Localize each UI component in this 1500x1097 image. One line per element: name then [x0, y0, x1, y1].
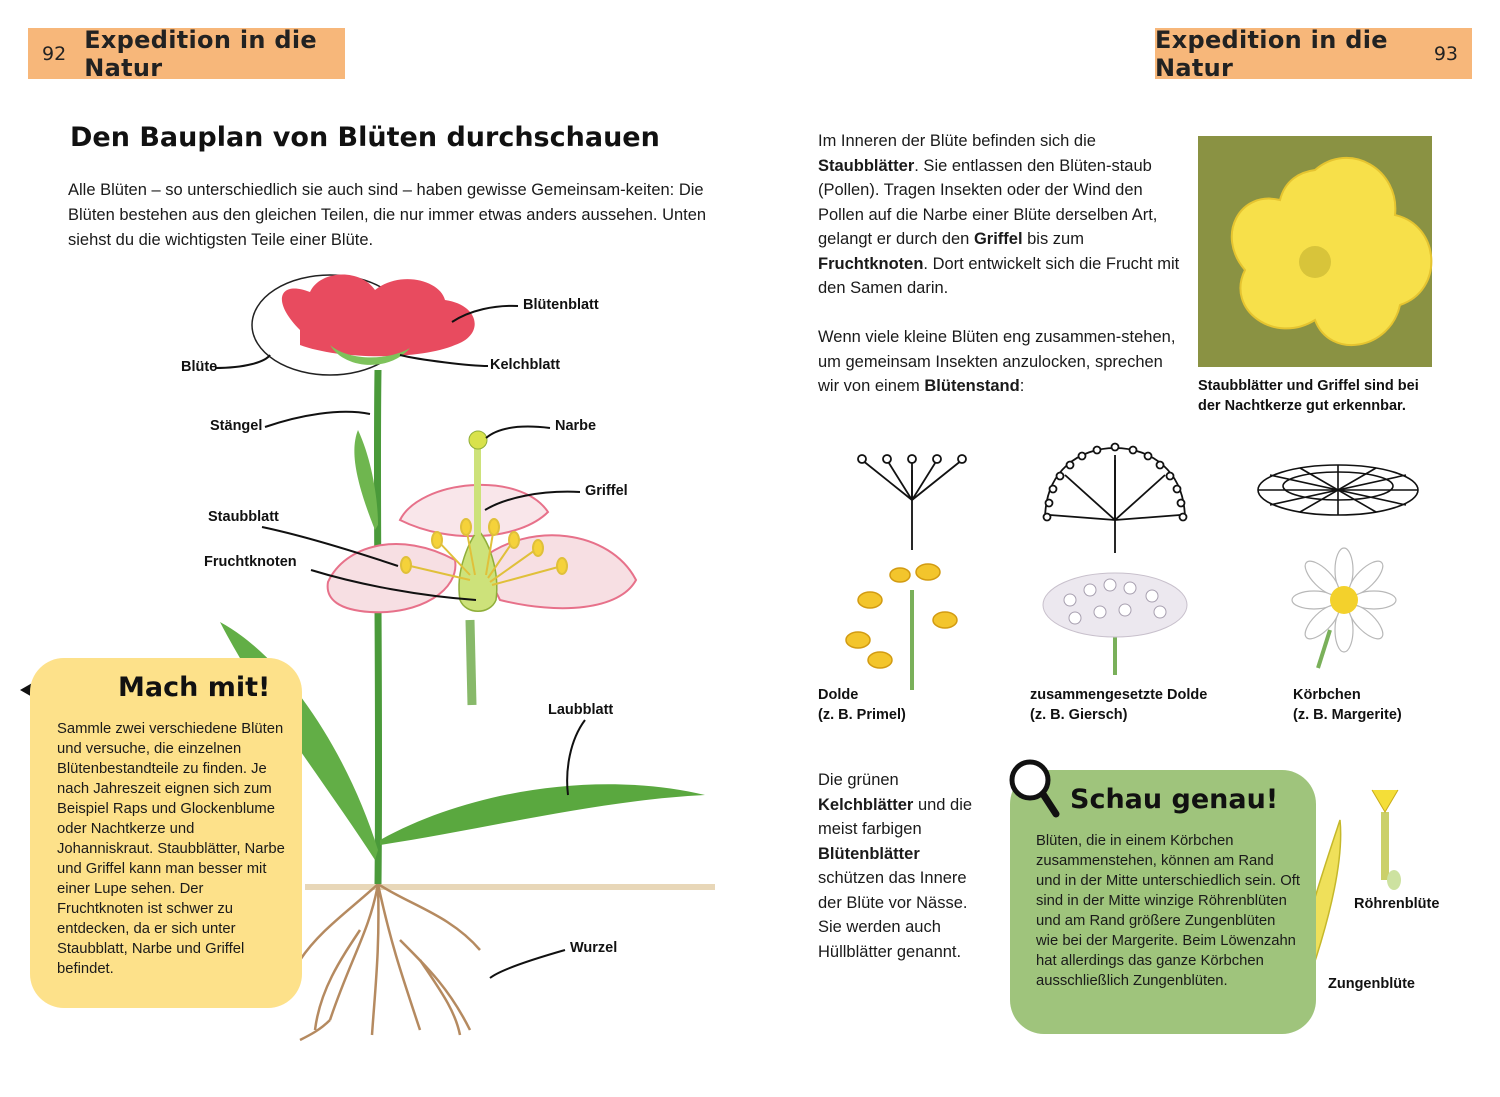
label-fruchtknoten: Fruchtknoten	[204, 554, 297, 570]
label-wurzel: Wurzel	[570, 940, 618, 956]
right-paragraph-1: Im Inneren der Blüte befinden sich die S…	[818, 132, 1180, 297]
label-kelchblatt: Kelchblatt	[490, 357, 561, 373]
mach-mit-title: Mach mit!	[118, 672, 271, 703]
umbel-diagram	[857, 454, 967, 550]
page-header-left: 92 Expedition in die Natur	[28, 25, 345, 82]
schau-genau-body: Blüten, die in einem Körbchen zusammenst…	[1036, 833, 1301, 989]
right-paragraph-2: Wenn viele kleine Blüten eng zusammen-st…	[818, 328, 1176, 395]
tube-floret-illustration	[1371, 789, 1401, 890]
intro-text: Alle Blüten – so unterschiedlich sie auc…	[68, 181, 707, 249]
ground-elder-illustration	[1042, 572, 1188, 675]
leaf-small	[354, 430, 378, 530]
cut-flower-ovary	[458, 528, 498, 612]
page-header-right: Expedition in die Natur 93	[1155, 25, 1472, 82]
roots	[298, 882, 481, 1042]
schau-genau-box: Schau genau! Blüten, die in einem Körbch…	[1010, 770, 1316, 1034]
pointer-lines	[214, 304, 586, 979]
header-title: Expedition in die Natur	[84, 25, 318, 82]
stem	[373, 369, 383, 885]
top-flower-sepals	[330, 345, 410, 365]
label-laubblatt: Laubblatt	[548, 702, 614, 718]
label-staengel: Stängel	[210, 418, 263, 434]
schau-genau-title: Schau genau!	[1070, 784, 1279, 815]
ground-line	[305, 884, 715, 890]
page-number: 93	[1433, 42, 1458, 65]
primrose-illustration	[845, 563, 958, 690]
label-bluetenblatt: Blütenblatt	[523, 297, 599, 313]
leaf-right	[380, 784, 705, 845]
mach-mit-box: Mach mit! Sammle zwei verschiedene Blüte…	[30, 658, 302, 1008]
cut-flower-stigma	[468, 430, 488, 450]
label-narbe: Narbe	[555, 418, 597, 434]
kelch-paragraph: Die grünen Kelchblätter und die meist fa…	[818, 771, 973, 961]
label-bluete: Blüte	[181, 359, 218, 375]
mach-mit-body: Sammle zwei verschiedene Blüten und vers…	[57, 721, 285, 977]
page-number: 92	[42, 42, 67, 65]
label-roehrenbluete: Röhrenblüte	[1354, 896, 1440, 912]
caption-dolde: Dolde(z. B. Primel)	[818, 687, 906, 723]
compound-umbel-diagram	[1042, 442, 1188, 553]
cut-flower-style	[474, 445, 481, 535]
capitulum-diagram	[1257, 464, 1419, 516]
caption-koerbchen: Körbchen(z. B. Margerite)	[1293, 687, 1402, 723]
caption-zusammengesetzte-dolde: zusammengesetzte Dolde(z. B. Giersch)	[1030, 687, 1208, 723]
cut-flower-petal-left	[326, 543, 457, 614]
photo-flower	[1230, 157, 1433, 346]
top-flower-petals	[281, 274, 475, 357]
header-title: Expedition in die Natur	[1155, 25, 1388, 82]
daisy-illustration	[1291, 547, 1397, 669]
label-griffel: Griffel	[585, 483, 628, 499]
photo-caption: Staubblätter und Griffel sind bei der Na…	[1198, 378, 1419, 414]
label-staubblatt: Staubblatt	[208, 509, 279, 525]
label-zungenbluete: Zungenblüte	[1328, 976, 1415, 992]
cut-flower-stem	[465, 619, 477, 706]
cut-flower-stamens	[400, 518, 568, 586]
page-title: Den Bauplan von Blüten durchschauen	[70, 122, 660, 153]
